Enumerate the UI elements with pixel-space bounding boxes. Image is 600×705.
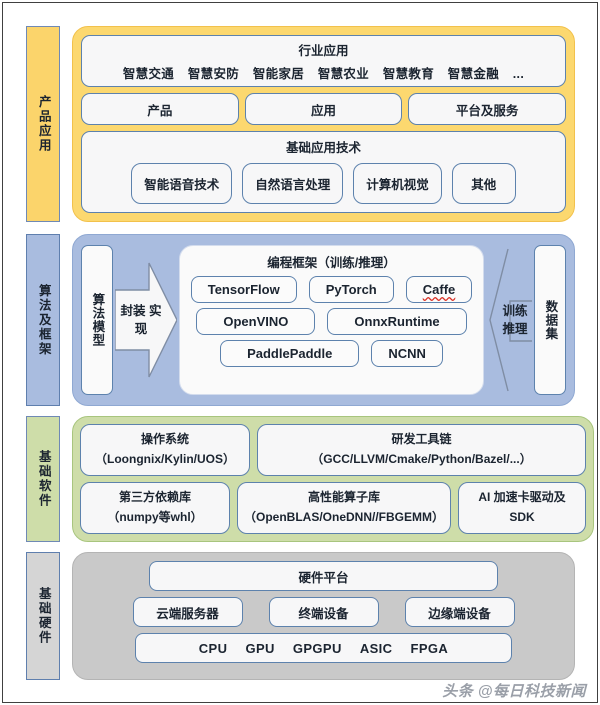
chip-label-cpu: CPU (198, 640, 228, 656)
hardware-platform-box: 硬件平台 (149, 561, 498, 591)
third-party-libs-title: 第三方依赖库 (118, 490, 191, 505)
category-box-product: 产品 (81, 93, 239, 125)
framework-box-tensorflow: TensorFlow (190, 276, 297, 303)
framework-box-pytorch: PyTorch (308, 276, 394, 303)
operating-system-title: 操作系统 (140, 432, 189, 447)
software-box-third-party-libs: 第三方依赖库 （numpy等whl） (80, 482, 230, 534)
arrow-left-icon (489, 248, 532, 392)
industry-tag: 智慧农业 (317, 67, 370, 81)
layer-label-base-hardware: 基础硬件 (26, 552, 60, 680)
software-row-2: 第三方依赖库 （numpy等whl） 高性能算子库 （OpenBLAS/OneD… (80, 482, 586, 534)
framework-box-onnxruntime: OnnxRuntime (327, 308, 467, 335)
industry-tag-more: ... (512, 67, 525, 81)
layer-base-hardware: 基础硬件 硬件平台 云端服务器 终端设备 边缘端设备 CPU GPU GPGPU… (26, 552, 575, 680)
layer-algorithm-framework: 算法及框架 算法模型 封装 实现 编程框架（训练/推理） TensorFlow … (26, 234, 575, 406)
base-application-tech-box: 基础应用技术 智能语音技术 自然语言处理 计算机视觉 其他 (81, 131, 566, 213)
layer-label-base-software: 基础软件 (26, 416, 60, 542)
industry-application-box: 行业应用 智慧交通 智慧安防 智能家居 智慧农业 智慧教育 智慧金融 ... (81, 35, 566, 87)
encapsulation-arrow: 封装 实现 (115, 245, 177, 395)
hardware-device-row: 云端服务器 终端设备 边缘端设备 (85, 597, 562, 627)
base-application-tech-row: 智能语音技术 自然语言处理 计算机视觉 其他 (90, 163, 557, 204)
ai-accelerator-sdk-detail: SDK (509, 510, 535, 524)
software-box-ai-accelerator-sdk: AI 加速卡驱动及 SDK (458, 482, 586, 534)
tech-box-other: 其他 (451, 163, 516, 204)
encapsulation-arrow-label: 封装 实现 (120, 303, 162, 336)
toolchain-detail: （GCC/LLVM/Cmake/Python/Bazel/...） (311, 452, 532, 466)
framework-box-caffe: Caffe (405, 276, 473, 303)
industry-application-title: 行业应用 (298, 44, 349, 58)
software-row-1: 操作系统 （Loongnix/Kylin/UOS） 研发工具链 （GCC/LLV… (80, 424, 586, 476)
industry-tag: 智慧交通 (122, 67, 175, 81)
chip-label-asic: ASIC (359, 640, 393, 656)
framework-row-1: TensorFlow PyTorch Caffe (190, 276, 473, 303)
industry-application-tags: 智慧交通 智慧安防 智能家居 智慧农业 智慧教育 智慧金融 ... (118, 63, 529, 82)
category-box-application: 应用 (244, 93, 403, 125)
arrow-right-icon (115, 262, 177, 378)
toolchain-title: 研发工具链 (391, 432, 452, 447)
application-category-row: 产品 应用 平台及服务 (81, 93, 567, 125)
algorithm-framework-body: 算法模型 封装 实现 编程框架（训练/推理） TensorFlow PyTorc… (72, 234, 575, 406)
tech-box-speech: 智能语音技术 (131, 163, 233, 204)
train-inference-arrow: 训练 推理 (488, 245, 534, 395)
industry-tag: 智慧金融 (447, 67, 499, 81)
hardware-chip-box: CPU GPU GPGPU ASIC FPGA (135, 633, 512, 663)
software-box-toolchain: 研发工具链 （GCC/LLVM/Cmake/Python/Bazel/...） (257, 424, 586, 476)
device-box-edge: 边缘端设备 (404, 597, 515, 627)
layer-base-software: 基础软件 操作系统 （Loongnix/Kylin/UOS） 研发工具链 （GC… (26, 416, 594, 542)
train-inference-arrow-label: 训练 推理 (502, 303, 528, 336)
device-box-cloud-server: 云端服务器 (132, 597, 243, 627)
tech-box-computer-vision: 计算机视觉 (353, 163, 442, 204)
dataset-box: 数据集 (534, 245, 566, 395)
industry-tag: 智慧安防 (187, 67, 240, 81)
third-party-libs-detail: （numpy等whl） (107, 510, 203, 524)
framework-row-3: PaddlePaddle NCNN (190, 340, 473, 367)
framework-box-ncnn: NCNN (371, 340, 443, 367)
layer-product-application: 产品应用 行业应用 智慧交通 智慧安防 智能家居 智慧农业 智慧教育 智慧金融 … (26, 26, 575, 222)
chip-label-gpgpu: GPGPU (292, 640, 342, 656)
product-application-body: 行业应用 智慧交通 智慧安防 智能家居 智慧农业 智慧教育 智慧金融 ... 产… (72, 26, 575, 222)
device-box-terminal: 终端设备 (268, 597, 379, 627)
operating-system-detail: （Loongnix/Kylin/UOS） (95, 452, 235, 466)
chip-label-gpu: GPU (245, 640, 275, 656)
category-box-platform-service: 平台及服务 (408, 93, 567, 125)
high-performance-operators-detail: （OpenBLAS/OneDNN//FBGEMM） (244, 510, 444, 524)
framework-label-caffe: Caffe (422, 282, 456, 297)
layer-label-product-application: 产品应用 (26, 26, 60, 222)
tech-box-nlp: 自然语言处理 (242, 163, 344, 204)
ai-accelerator-sdk-title: AI 加速卡驱动及 (478, 490, 566, 505)
industry-tag: 智慧教育 (382, 67, 435, 81)
base-software-body: 操作系统 （Loongnix/Kylin/UOS） 研发工具链 （GCC/LLV… (72, 416, 594, 542)
framework-box-paddlepaddle: PaddlePaddle (220, 340, 360, 367)
software-box-operating-system: 操作系统 （Loongnix/Kylin/UOS） (80, 424, 250, 476)
industry-tag: 智能家居 (252, 67, 305, 81)
programming-framework-panel: 编程框架（训练/推理） TensorFlow PyTorch Caffe Ope… (179, 245, 484, 395)
base-hardware-body: 硬件平台 云端服务器 终端设备 边缘端设备 CPU GPU GPGPU ASIC… (72, 552, 575, 680)
high-performance-operators-title: 高性能算子库 (307, 490, 380, 505)
framework-row-2: OpenVINO OnnxRuntime (190, 308, 473, 335)
software-box-high-performance-operators: 高性能算子库 （OpenBLAS/OneDNN//FBGEMM） (237, 482, 451, 534)
programming-framework-title: 编程框架（训练/推理） (267, 256, 396, 270)
chip-label-fpga: FPGA (410, 640, 449, 656)
layer-label-algorithm-framework: 算法及框架 (26, 234, 60, 406)
base-application-tech-title: 基础应用技术 (285, 141, 361, 155)
watermark: 头条 @每日科技新闻 (442, 683, 586, 700)
framework-box-openvino: OpenVINO (196, 308, 316, 335)
hardware-chip-list: CPU GPU GPGPU ASIC FPGA (192, 641, 455, 656)
algorithm-model-box: 算法模型 (81, 245, 113, 395)
